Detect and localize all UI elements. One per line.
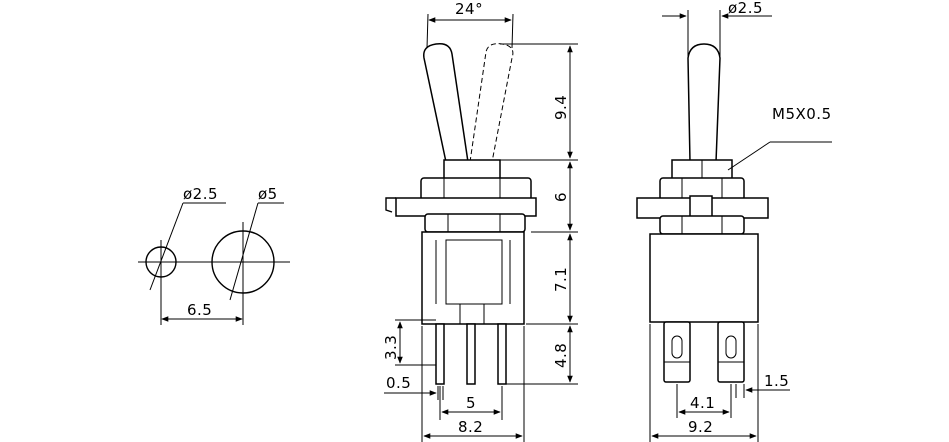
side-lever [687, 43, 721, 163]
terminal-length: 4.8 [552, 343, 570, 368]
small-hole-diameter: ø2.5 [183, 185, 218, 203]
front-body-width: 8.2 [458, 418, 483, 436]
lever-right-dashed [469, 43, 514, 163]
side-body [649, 233, 759, 323]
large-hole-diameter: ø5 [258, 185, 278, 203]
panel-cutout-view: ø2.5 ø5 6.5 [138, 185, 290, 325]
terminal-hole-height: 3.3 [382, 335, 400, 360]
side-body-width: 9.2 [688, 418, 713, 436]
large-hole [211, 230, 275, 294]
terminal-width: 1.5 [764, 372, 789, 390]
hole-spacing: 6.5 [187, 301, 212, 319]
thread-spec: M5X0.5 [772, 105, 832, 123]
terminal-pitch: 4.1 [690, 394, 715, 412]
terminal-spacing: 5 [466, 394, 476, 412]
side-lever-tip-diameter: ø2.5 [728, 0, 763, 17]
terminal-thickness: 0.5 [386, 374, 411, 392]
lever-left [423, 42, 469, 163]
lever-angle: 24° [455, 0, 483, 18]
small-hole [145, 246, 177, 278]
bushing-height: 6 [552, 192, 570, 202]
lever-height: 9.4 [552, 95, 570, 120]
side-view: ø2.5 M5X0.5 1.5 4 [636, 0, 832, 442]
body [421, 231, 525, 325]
front-view: 24° 9.4 6 7.1 4 [382, 0, 578, 442]
body-height: 7.1 [552, 267, 570, 292]
